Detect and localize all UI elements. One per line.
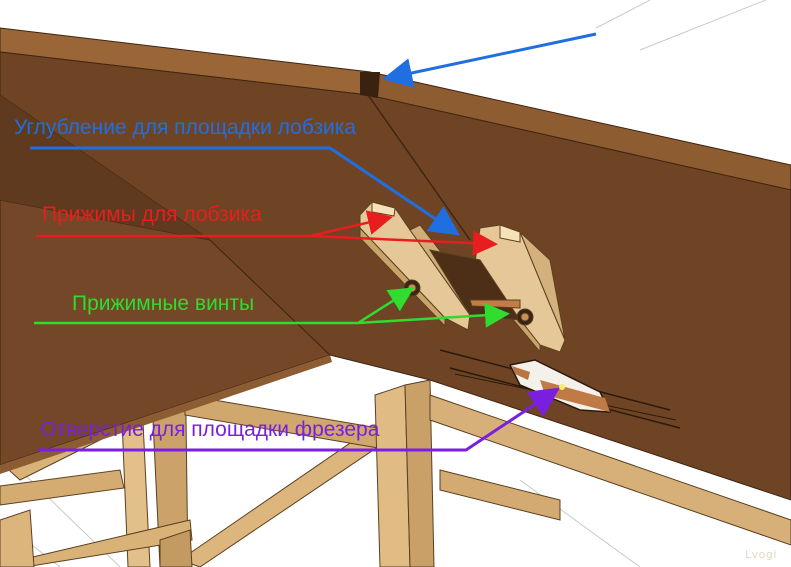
screws-callout <box>34 287 510 328</box>
groove-callout <box>30 32 597 236</box>
hole-callout <box>38 387 561 452</box>
clamps-label: Прижимы для лобзика <box>42 203 262 226</box>
screws-label: Прижимные винты <box>72 292 255 315</box>
watermark: Lvogi <box>745 548 777 561</box>
clamps-callout <box>36 210 498 256</box>
jigsaw-clamps <box>359 201 566 354</box>
hole-marker-dot <box>559 384 565 390</box>
router-hole-label: Отверстие для площадки фрезера <box>40 418 380 441</box>
groove-label: Углубление для площадки лобзика <box>14 116 357 139</box>
